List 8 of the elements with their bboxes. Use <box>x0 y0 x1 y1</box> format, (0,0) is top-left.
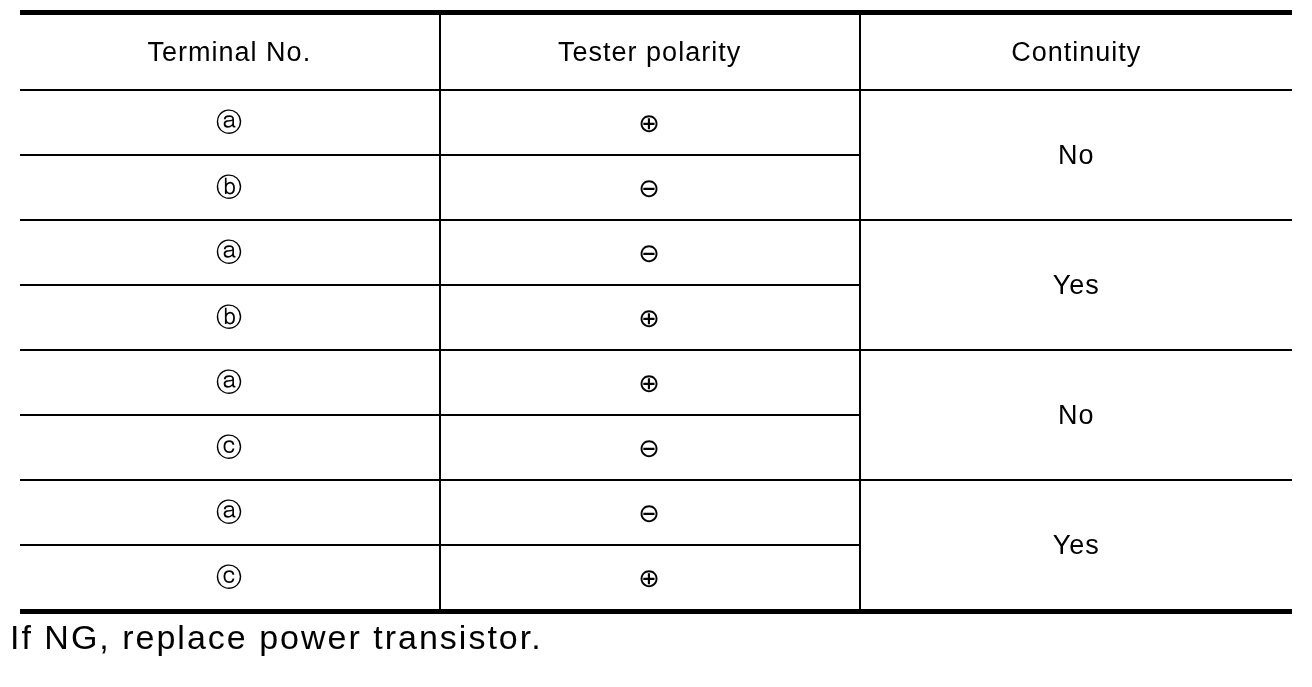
table-cell: Yes <box>859 220 1292 350</box>
caption-note: If NG, replace power transistor. <box>10 618 544 657</box>
column-header: Continuity <box>859 12 1292 90</box>
table-cell: No <box>859 350 1292 480</box>
column-header: Terminal No. <box>20 12 440 90</box>
table-cell: No <box>859 90 1292 220</box>
column-header: Tester polarity <box>439 12 860 90</box>
table-cell: Yes <box>859 480 1292 612</box>
